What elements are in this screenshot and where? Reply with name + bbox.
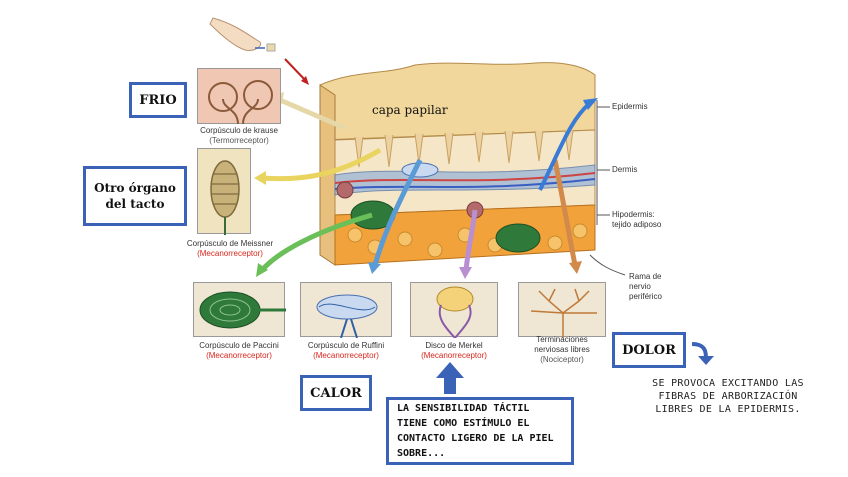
hipodermis-text: Hipodermis: xyxy=(612,210,655,219)
frio-box: FRIO xyxy=(129,82,187,118)
paccini-illustration xyxy=(199,291,286,329)
rama-line1: Rama de xyxy=(629,272,662,281)
dolor-note: SE PROVOCA EXCITANDO LAS FIBRAS DE ARBOR… xyxy=(652,378,804,415)
ruffini-type: (Mecanorreceptor) xyxy=(313,351,379,360)
finger-illustration xyxy=(209,17,309,85)
meissner-illustration xyxy=(210,160,240,235)
tejido-text: tejido adiposo xyxy=(612,220,662,229)
meissner-name: Corpúsculo de Meissner xyxy=(186,239,274,248)
libres-name2: nerviosas libres xyxy=(534,345,590,354)
up-arrow-icon xyxy=(436,362,464,394)
merkel-image xyxy=(410,282,498,339)
merkel-type: (Mecanorreceptor) xyxy=(421,351,487,360)
paccini-image xyxy=(193,282,286,337)
ruffini-name: Corpúsculo de Ruffini xyxy=(307,341,385,350)
dermis-label: Dermis xyxy=(612,165,638,174)
krause-name: Corpúsculo de krause xyxy=(200,126,278,135)
meissner-image xyxy=(197,148,251,235)
hipodermis-label: Hipodermis: tejido adiposo xyxy=(612,210,661,230)
krause-caption: Corpúsculo de krause (Termorreceptor) xyxy=(177,126,301,146)
krause-type: (Termorreceptor) xyxy=(209,136,269,145)
ruffini-image xyxy=(300,282,392,339)
krause-illustration xyxy=(208,80,273,125)
libres-caption: Terminaciones nerviosas libres (Nocicept… xyxy=(500,335,624,365)
libres-image xyxy=(518,282,606,338)
meissner-caption: Corpúsculo de Meissner (Mecanorreceptor) xyxy=(168,239,292,259)
skin-cross-section xyxy=(319,62,596,266)
calor-box: CALOR xyxy=(300,375,372,411)
rama-line3: periférico xyxy=(629,292,662,301)
layer-brackets xyxy=(596,100,610,225)
paccini-caption: Corpúsculo de Paccini (Mecanorreceptor) xyxy=(177,341,301,361)
otro-organo-box: Otro órgano del tacto xyxy=(83,166,187,226)
capa-papilar-label: capa papilar xyxy=(372,103,448,117)
paccini-name: Corpúsculo de Paccini xyxy=(199,341,279,350)
merkel-caption: Disco de Merkel (Mecanorreceptor) xyxy=(392,341,516,361)
epidermis-label: Epidermis xyxy=(612,102,648,111)
paccini-type: (Mecanorreceptor) xyxy=(206,351,272,360)
krause-image xyxy=(197,68,281,125)
dolor-curved-arrow-icon xyxy=(691,342,714,365)
meissner-type: (Mecanorreceptor) xyxy=(197,249,263,258)
ruffini-illustration xyxy=(316,294,378,339)
libres-type: (Nociceptor) xyxy=(540,355,584,364)
libres-illustration xyxy=(530,288,597,338)
merkel-illustration xyxy=(436,286,474,339)
rama-line2: nervio xyxy=(629,282,651,291)
dolor-box: DOLOR xyxy=(612,332,686,368)
rama-nervio-label: Rama de nervio periférico xyxy=(629,272,662,302)
ruffini-caption: Corpúsculo de Ruffini (Mecanorreceptor) xyxy=(284,341,408,361)
libres-name1: Terminaciones xyxy=(536,335,588,344)
sensibilidad-box: LA SENSIBILIDAD TÁCTIL TIENE COMO ESTÍMU… xyxy=(386,397,574,465)
merkel-name: Disco de Merkel xyxy=(425,341,483,350)
